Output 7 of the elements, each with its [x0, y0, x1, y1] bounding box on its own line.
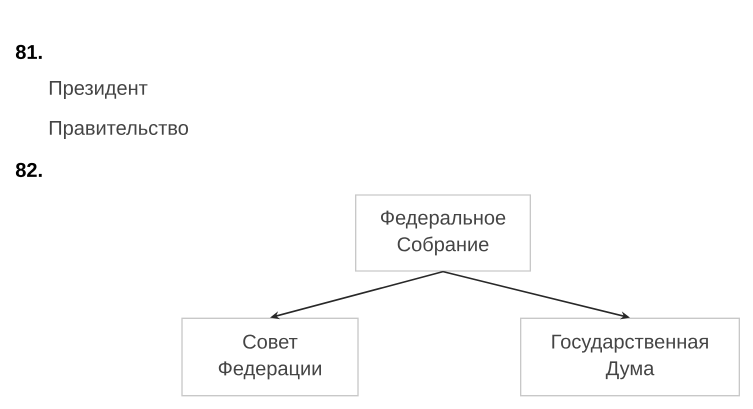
text-box: Государственная Дума: [520, 318, 740, 396]
item-number: 82.: [16, 162, 42, 178]
text-box: Совет Федерации: [181, 318, 359, 396]
answer-text: Президент: [50, 81, 148, 99]
item-number: 81.: [16, 44, 42, 60]
text-box: Федеральное Собрание: [355, 194, 531, 272]
answer-text: Правительство: [50, 121, 188, 139]
